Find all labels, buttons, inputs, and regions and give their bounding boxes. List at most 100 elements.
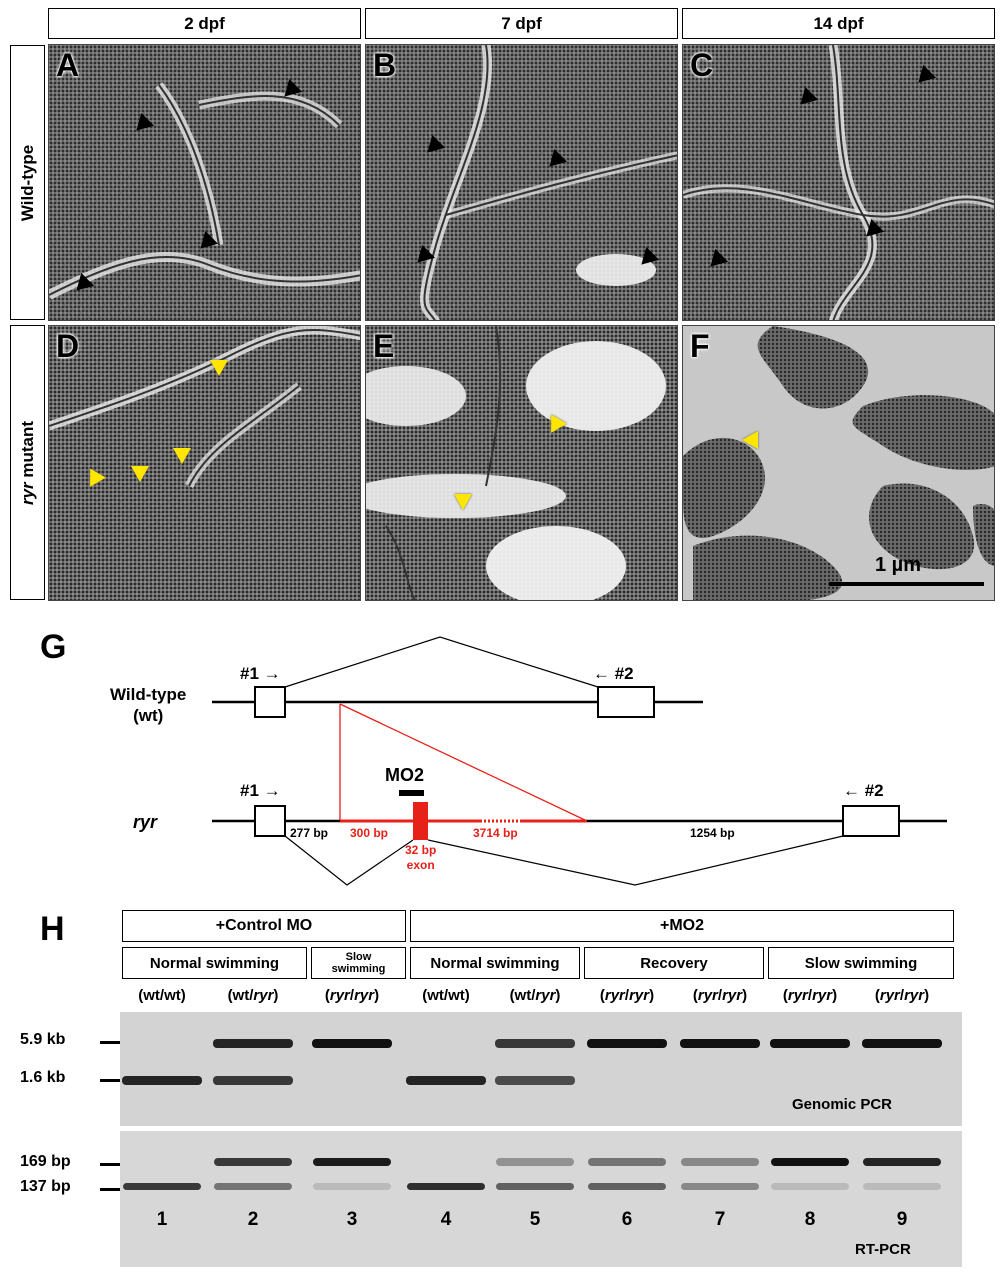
gel-band-5-9kb bbox=[213, 1039, 293, 1048]
genotype-label: (ryr/ryr) bbox=[782, 987, 838, 1004]
gel-band-5-9kb bbox=[587, 1039, 667, 1048]
gel-band-1-6kb bbox=[406, 1076, 486, 1085]
gel-band-1-6kb bbox=[213, 1076, 293, 1085]
panel-label-a: A bbox=[56, 47, 80, 83]
membrane-network bbox=[366, 326, 666, 600]
exon-label-line2: exon bbox=[406, 858, 435, 872]
row-header-ryr-mutant-text: ryr mutant bbox=[17, 420, 37, 505]
yellow-arrowhead bbox=[173, 448, 191, 464]
marker-137bp: 137 bp bbox=[20, 1178, 71, 1195]
marker-5-9kb: 5.9 kb bbox=[20, 1031, 66, 1048]
genotype-label: (wt/wt) bbox=[138, 987, 186, 1004]
lane-number: 9 bbox=[896, 1209, 908, 1230]
primer-1-wt: #1 → bbox=[240, 664, 281, 683]
splicing-diagram bbox=[212, 636, 947, 886]
marker-tick bbox=[100, 1041, 122, 1044]
primer-2-wt: ← #2 bbox=[593, 664, 634, 683]
marker-tick bbox=[100, 1079, 122, 1082]
gel-band-169bp bbox=[214, 1158, 292, 1166]
wt-label: Wild-type (wt) bbox=[110, 684, 186, 726]
panel-label-f: F bbox=[690, 328, 710, 364]
yellow-arrowhead bbox=[454, 494, 472, 510]
sub-recovery: Recovery bbox=[584, 947, 764, 979]
em-panel-f: F 1 µm bbox=[682, 325, 995, 601]
marker-tick bbox=[100, 1188, 122, 1191]
segment-1254bp: 1254 bp bbox=[690, 826, 735, 840]
myofibril-clusters bbox=[683, 326, 994, 600]
primer-2-ryr: ← #2 bbox=[843, 781, 884, 800]
group-mo2: +MO2 bbox=[410, 910, 954, 942]
yellow-arrowhead bbox=[210, 360, 228, 376]
genotype-label: (wt/ryr) bbox=[509, 987, 561, 1004]
lane-number: 8 bbox=[804, 1209, 816, 1230]
lane-number: 4 bbox=[440, 1209, 452, 1230]
segment-277bp: 277 bp bbox=[290, 826, 329, 840]
membrane-network bbox=[49, 82, 360, 300]
exon-label-line1: 32 bp bbox=[405, 843, 437, 857]
yellow-arrowhead bbox=[742, 431, 758, 449]
gel-band-5-9kb bbox=[312, 1039, 392, 1048]
genotype-label: (ryr/ryr) bbox=[692, 987, 748, 1004]
wt-label-line2: (wt) bbox=[133, 706, 164, 725]
genotype-label: (wt/wt) bbox=[422, 987, 470, 1004]
sub-slow-line2: swimming bbox=[331, 963, 386, 975]
gel-band-169bp bbox=[496, 1158, 574, 1166]
gel-band-169bp bbox=[313, 1158, 391, 1166]
gel-band-137bp bbox=[863, 1183, 941, 1190]
yellow-arrowhead bbox=[131, 466, 149, 482]
gel-band-137bp bbox=[588, 1183, 666, 1190]
lane-number: 7 bbox=[714, 1209, 726, 1230]
column-header-2dpf: 2 dpf bbox=[48, 8, 361, 39]
scale-bar-label: 1 µm bbox=[875, 554, 921, 576]
row-header-ryr-mutant: ryr mutant bbox=[10, 325, 45, 600]
genotype-label: (ryr/ryr) bbox=[874, 987, 930, 1004]
em-panel-b: B bbox=[365, 44, 678, 321]
wt-label-line1: Wild-type bbox=[110, 685, 187, 704]
lane-number: 3 bbox=[346, 1209, 358, 1230]
rt-pcr-label: RT-PCR bbox=[855, 1241, 911, 1258]
panel-label-d: D bbox=[56, 328, 80, 364]
scale-bar bbox=[829, 582, 984, 586]
em-panel-e: E bbox=[365, 325, 678, 601]
gel-band-169bp bbox=[771, 1158, 849, 1166]
gel-band-169bp bbox=[588, 1158, 666, 1166]
row-header-wild-type: Wild-type bbox=[10, 45, 45, 320]
gel-band-137bp bbox=[123, 1183, 201, 1190]
genomic-pcr-gel: Genomic PCR bbox=[120, 1012, 962, 1126]
panel-label-c: C bbox=[690, 47, 714, 83]
marker-tick bbox=[100, 1163, 122, 1166]
sub-normal-swimming-mo2: Normal swimming bbox=[410, 947, 580, 979]
em-panel-a: A bbox=[48, 44, 361, 321]
mo2-label: MO2 bbox=[385, 765, 425, 785]
column-header-7dpf: 7 dpf bbox=[365, 8, 678, 39]
gel-band-137bp bbox=[496, 1183, 574, 1190]
ryr-label: ryr bbox=[133, 812, 158, 832]
em-panel-c: C bbox=[682, 44, 995, 321]
primer-1-ryr: #1 → bbox=[240, 781, 281, 800]
gel-band-5-9kb bbox=[680, 1039, 760, 1048]
gel-band-1-6kb bbox=[495, 1076, 575, 1085]
lane-number: 1 bbox=[156, 1209, 168, 1230]
gel-band-137bp bbox=[681, 1183, 759, 1190]
segment-3714bp: 3714 bp bbox=[473, 826, 518, 840]
gel-band-137bp bbox=[313, 1183, 391, 1190]
genotype-label: (ryr/ryr) bbox=[324, 987, 380, 1004]
panel-label-h: H bbox=[40, 910, 65, 948]
group-control-mo: +Control MO bbox=[122, 910, 406, 942]
gel-band-5-9kb bbox=[495, 1039, 575, 1048]
membrane-network bbox=[683, 45, 994, 320]
sub-slow-swimming-mo2: Slow swimming bbox=[768, 947, 954, 979]
gel-band-1-6kb bbox=[122, 1076, 202, 1085]
lane-number: 5 bbox=[529, 1209, 541, 1230]
gel-band-137bp bbox=[214, 1183, 292, 1190]
gel-band-5-9kb bbox=[862, 1039, 942, 1048]
panel-label-g: G bbox=[40, 628, 67, 666]
exon-label: 32 bp exon bbox=[405, 843, 436, 873]
genotype-label: (wt/ryr) bbox=[227, 987, 279, 1004]
gel-band-5-9kb bbox=[770, 1039, 850, 1048]
gel-band-169bp bbox=[863, 1158, 941, 1166]
lane-number: 6 bbox=[621, 1209, 633, 1230]
genotype-label: (ryr/ryr) bbox=[599, 987, 655, 1004]
membrane-network bbox=[49, 326, 360, 489]
